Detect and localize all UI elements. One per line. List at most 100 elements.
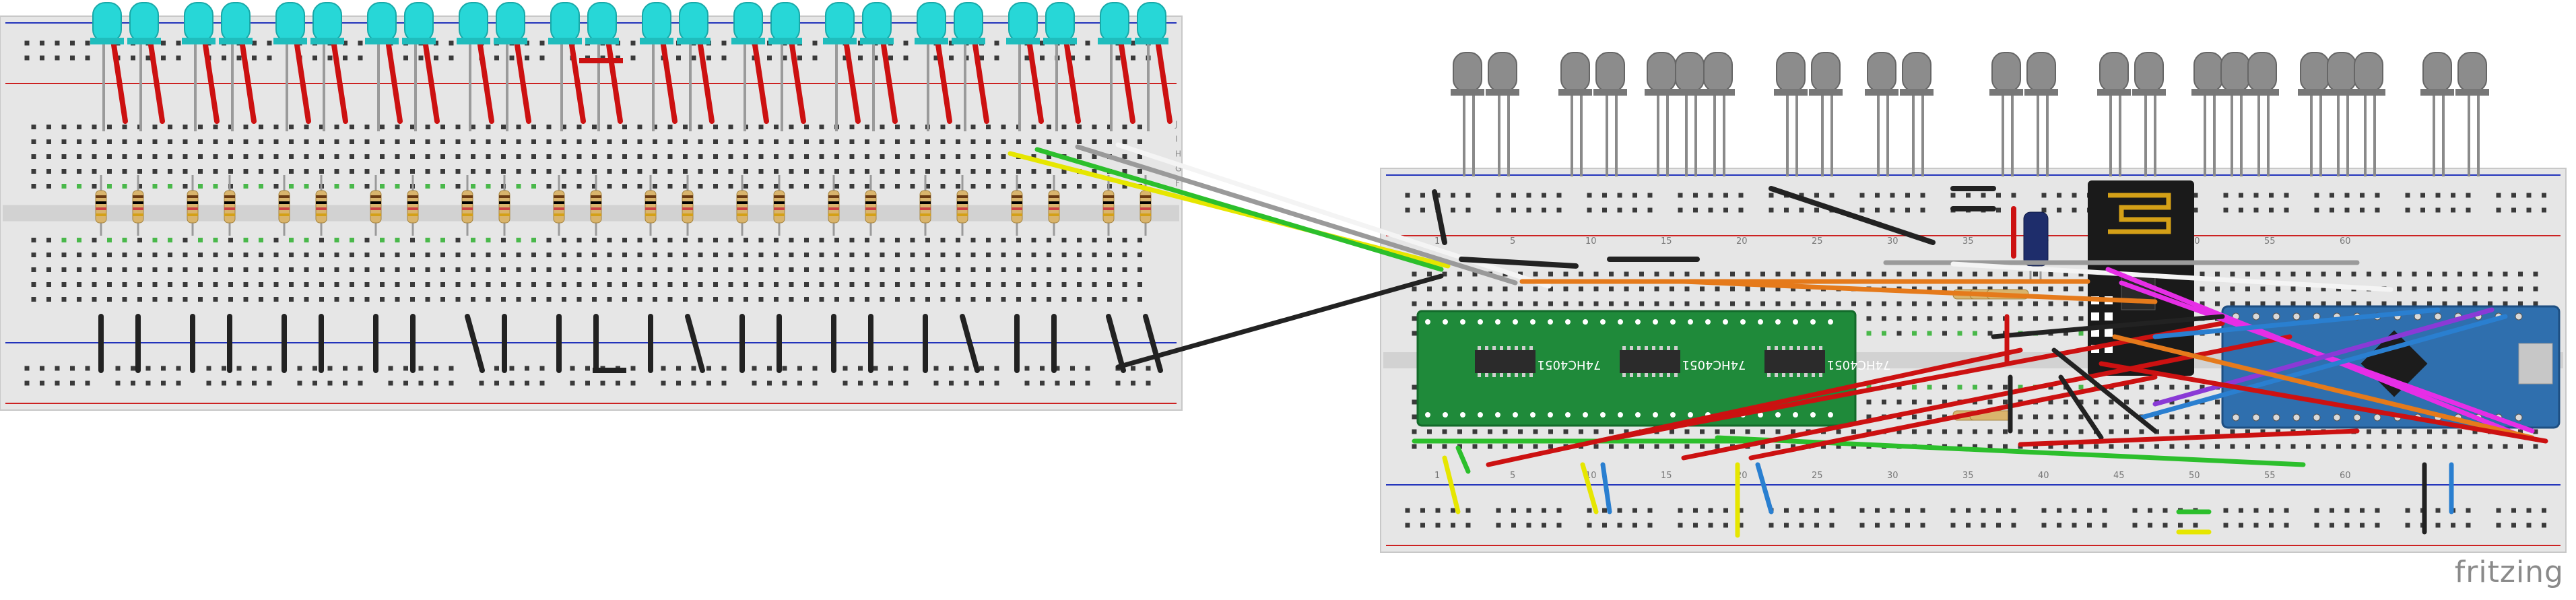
rail-hole <box>1405 193 1410 198</box>
terminal-hole <box>1047 169 1051 174</box>
terminal-hole <box>637 125 642 129</box>
rail-hole <box>1723 207 1728 213</box>
rail-hole <box>1693 193 1698 198</box>
led-rim <box>1043 38 1077 44</box>
terminal-hole <box>1047 154 1051 159</box>
wire <box>1580 462 1599 514</box>
gray-led <box>2132 52 2166 176</box>
rail-hole <box>994 55 999 61</box>
terminal-hole <box>2200 414 2205 420</box>
pcb-pin <box>1425 319 1430 325</box>
terminal-hole <box>1987 429 1993 434</box>
rail-hole <box>1542 207 1546 213</box>
terminal-hole <box>380 154 385 159</box>
terminal-hole <box>77 139 81 144</box>
gray-led <box>1900 52 1934 176</box>
led-body <box>2354 52 2383 92</box>
chip-body <box>1764 350 1825 373</box>
terminal-hole <box>698 297 703 302</box>
terminal-hole <box>259 267 263 272</box>
terminal-hole <box>592 267 597 272</box>
terminal-hole <box>1001 267 1006 272</box>
terminal-hole <box>834 169 839 174</box>
terminal-hole <box>1927 301 1932 306</box>
terminal-hole <box>592 253 597 257</box>
terminal-hole <box>895 154 900 159</box>
column-number: 40 <box>2038 471 2049 481</box>
led-body <box>184 2 213 42</box>
terminal-hole <box>2367 429 2371 434</box>
terminal-hole <box>228 297 233 302</box>
terminal-hole <box>440 139 445 144</box>
rail-hole <box>2466 207 2471 213</box>
rail-hole <box>1981 193 1986 198</box>
rail-hole <box>782 366 787 371</box>
terminal-hole <box>1806 301 1811 306</box>
terminal-hole <box>849 282 855 287</box>
terminal-hole <box>667 238 673 242</box>
terminal-hole <box>2215 271 2220 277</box>
terminal-hole <box>455 154 461 159</box>
rail-hole <box>721 366 727 371</box>
terminal-hole <box>531 139 536 144</box>
rail-hole <box>1405 523 1410 528</box>
terminal-hole <box>1001 154 1006 159</box>
terminal-hole <box>440 154 445 159</box>
rail-hole <box>1693 508 1698 513</box>
resistor-band <box>865 213 876 216</box>
rail-hole <box>327 55 333 61</box>
rail-hole <box>1693 207 1698 213</box>
radio-pin <box>2091 329 2099 337</box>
chip-pin <box>1659 373 1663 377</box>
terminal-hole <box>61 267 67 272</box>
terminal-hole <box>1031 184 1036 189</box>
resistor-band <box>133 195 143 198</box>
column-number: 55 <box>2264 471 2276 481</box>
resistor-band <box>96 207 106 210</box>
terminal-hole <box>2215 301 2220 306</box>
rail-hole <box>1859 508 1865 513</box>
terminal-hole <box>122 267 127 272</box>
terminal-hole <box>925 238 930 242</box>
chip-pin <box>1775 373 1778 377</box>
resistor-band <box>774 213 785 216</box>
rail-hole <box>1556 193 1562 198</box>
terminal-hole <box>1912 414 1917 420</box>
resistor <box>461 175 473 236</box>
rail-hole <box>1875 523 1880 528</box>
terminal-hole <box>1061 253 1067 257</box>
rail-hole <box>403 366 408 371</box>
rail-hole <box>2344 508 2350 513</box>
terminal-hole <box>637 253 642 257</box>
resistor-band <box>774 207 785 210</box>
red-wire <box>239 38 257 124</box>
terminal-hole <box>1092 184 1097 189</box>
terminal-hole <box>364 238 370 242</box>
terminal-hole <box>2215 429 2220 434</box>
terminal-hole <box>1912 286 1917 292</box>
rail-hole <box>994 380 999 386</box>
terminal-hole <box>77 169 81 174</box>
chip-pin <box>1797 346 1800 350</box>
led-rim <box>1135 38 1168 44</box>
rail-hole <box>933 366 939 371</box>
terminal-hole <box>1957 316 1962 321</box>
rail-hole <box>812 55 818 61</box>
terminal-hole <box>1624 286 1629 292</box>
led-body <box>1647 52 1676 92</box>
terminal-hole <box>2503 444 2508 449</box>
terminal-hole <box>2397 286 2402 292</box>
wire <box>1008 151 1451 269</box>
terminal-hole <box>880 139 885 144</box>
terminal-hole <box>228 139 233 144</box>
terminal-hole <box>2321 444 2326 449</box>
terminal-hole <box>728 139 733 144</box>
terminal-hole <box>1031 169 1036 174</box>
terminal-hole <box>1412 271 1417 277</box>
terminal-hole <box>304 169 309 174</box>
rail-hole <box>2102 508 2107 513</box>
terminal-hole <box>395 253 400 257</box>
led-rim <box>2245 89 2279 96</box>
cyan-led <box>677 2 715 131</box>
terminal-hole <box>198 253 203 257</box>
